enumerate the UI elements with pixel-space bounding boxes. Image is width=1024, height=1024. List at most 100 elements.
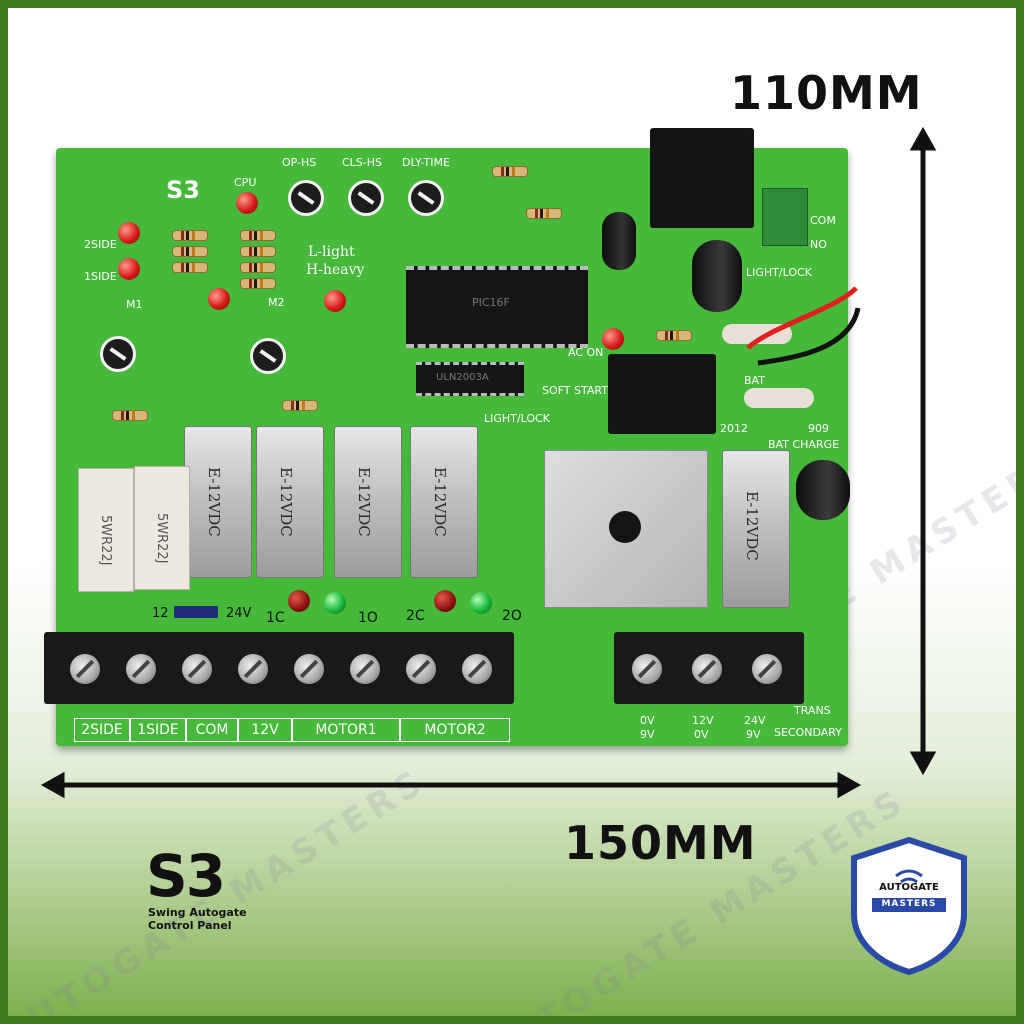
board-model-label: S3 bbox=[166, 176, 200, 204]
m2-label: M2 bbox=[268, 296, 285, 309]
terminal-screw[interactable] bbox=[126, 654, 156, 684]
soft-start-label: SOFT START bbox=[542, 384, 608, 397]
voltage-24-label: 24V bbox=[226, 606, 252, 621]
pot-label-cls: CLS-HS bbox=[342, 156, 383, 169]
resistor bbox=[282, 400, 318, 411]
brand-name-line1: AUTOGATE bbox=[879, 882, 939, 893]
m1-potentiometer[interactable] bbox=[100, 336, 136, 372]
terminal-screw[interactable] bbox=[70, 654, 100, 684]
resistor bbox=[172, 262, 208, 273]
resistor bbox=[492, 166, 528, 177]
resistor bbox=[240, 278, 276, 289]
resistor bbox=[240, 246, 276, 257]
terminal-screw[interactable] bbox=[406, 654, 436, 684]
middle-relay bbox=[608, 354, 716, 434]
terminal-screw[interactable] bbox=[294, 654, 324, 684]
capacitor bbox=[602, 212, 636, 270]
motor-relay: E-12VDC bbox=[256, 426, 324, 578]
driver-chip: ULN2003A bbox=[416, 362, 524, 396]
voltage-12-label: 12 bbox=[152, 606, 169, 621]
trans-label: TRANS bbox=[794, 704, 831, 717]
trans-label-24v: 24V bbox=[744, 714, 766, 727]
capacitor bbox=[692, 240, 742, 312]
light-lock-out-label: LIGHT/LOCK bbox=[746, 266, 812, 279]
terminal-label-com: COM bbox=[186, 718, 238, 742]
light-label: L-light bbox=[308, 244, 355, 260]
op-hs-potentiometer[interactable] bbox=[288, 180, 324, 216]
terminal-screw[interactable] bbox=[632, 654, 662, 684]
terminal-screw[interactable] bbox=[462, 654, 492, 684]
trans-label-9v-b: 9V bbox=[746, 728, 761, 741]
product-subtitle-line2: Control Panel bbox=[148, 919, 232, 932]
product-model-title: S3 bbox=[146, 842, 226, 910]
led-label-2c: 2C bbox=[406, 608, 425, 624]
motor2-open-led bbox=[470, 592, 492, 614]
motor-relay: E-12VDC bbox=[410, 426, 478, 578]
m1-led bbox=[208, 288, 230, 310]
charge-relay: E-12VDC bbox=[722, 450, 790, 608]
shield-icon bbox=[851, 836, 967, 976]
m2-potentiometer[interactable] bbox=[250, 338, 286, 374]
side-label-2: 2SIDE bbox=[84, 238, 117, 251]
com-label: COM bbox=[810, 214, 836, 227]
resistor bbox=[656, 330, 692, 341]
terminal-label-motor1: MOTOR1 bbox=[292, 718, 400, 742]
trans-label-0v-b: 0V bbox=[694, 728, 709, 741]
m2-led bbox=[324, 290, 346, 312]
mounting-hole bbox=[609, 511, 641, 543]
status-led bbox=[118, 258, 140, 280]
top-relay bbox=[650, 128, 754, 228]
trans-label-12v: 12V bbox=[692, 714, 714, 727]
pot-label-op: OP-HS bbox=[282, 156, 317, 169]
terminal-screw[interactable] bbox=[238, 654, 268, 684]
ac-on-label: AC ON bbox=[568, 346, 604, 359]
cpu-led bbox=[236, 192, 258, 214]
trans-label-0v: 0V bbox=[640, 714, 655, 727]
chip-label: ULN2003A bbox=[436, 372, 489, 383]
terminal-screw[interactable] bbox=[692, 654, 722, 684]
terminal-label-1side: 1SIDE bbox=[130, 718, 186, 742]
resistor bbox=[240, 230, 276, 241]
pcb-board: S3 CPU OP-HS CLS-HS DLY-TIME L-light H-h… bbox=[44, 128, 850, 746]
chip-label: PIC16F bbox=[472, 296, 510, 309]
bat-label: BAT bbox=[744, 374, 765, 387]
motor-terminal-block bbox=[44, 632, 514, 704]
status-led bbox=[118, 222, 140, 244]
brand-name-line2: MASTERS bbox=[881, 899, 937, 909]
resistor bbox=[526, 208, 562, 219]
terminal-screw[interactable] bbox=[182, 654, 212, 684]
screw-connector bbox=[762, 188, 808, 246]
motor-relay: E-12VDC bbox=[334, 426, 402, 578]
terminal-screw[interactable] bbox=[350, 654, 380, 684]
light-lock-label: LIGHT/LOCK bbox=[484, 412, 550, 425]
heavy-label: H-heavy bbox=[306, 262, 365, 278]
side-label-1: 1SIDE bbox=[84, 270, 117, 283]
terminal-screw[interactable] bbox=[752, 654, 782, 684]
no-label: NO bbox=[810, 238, 827, 251]
product-subtitle-line1: Swing Autogate bbox=[148, 906, 247, 919]
motor1-close-led bbox=[288, 590, 310, 612]
cls-hs-potentiometer[interactable] bbox=[348, 180, 384, 216]
voltage-jumper[interactable] bbox=[174, 606, 218, 618]
ac-led bbox=[602, 328, 624, 350]
resistor bbox=[172, 246, 208, 257]
bridge-rectifier bbox=[544, 450, 708, 608]
power-terminal-block bbox=[614, 632, 804, 704]
capacitor bbox=[796, 460, 850, 520]
power-resistor bbox=[744, 388, 814, 408]
resistor bbox=[172, 230, 208, 241]
brand-logo-badge: AUTOGATE MASTERS bbox=[846, 836, 972, 976]
battery-wires bbox=[746, 286, 861, 366]
terminal-label-12v: 12V bbox=[238, 718, 292, 742]
cement-resistor: 5WR22J bbox=[78, 468, 134, 592]
dly-time-potentiometer[interactable] bbox=[408, 180, 444, 216]
date-label: 909 bbox=[808, 422, 829, 435]
terminal-label-2side: 2SIDE bbox=[74, 718, 130, 742]
motor1-open-led bbox=[324, 592, 346, 614]
resistor bbox=[240, 262, 276, 273]
year-label: 2012 bbox=[720, 422, 748, 435]
cpu-label: CPU bbox=[234, 176, 257, 189]
resistor bbox=[112, 410, 148, 421]
led-label-1o: 1O bbox=[358, 610, 378, 626]
